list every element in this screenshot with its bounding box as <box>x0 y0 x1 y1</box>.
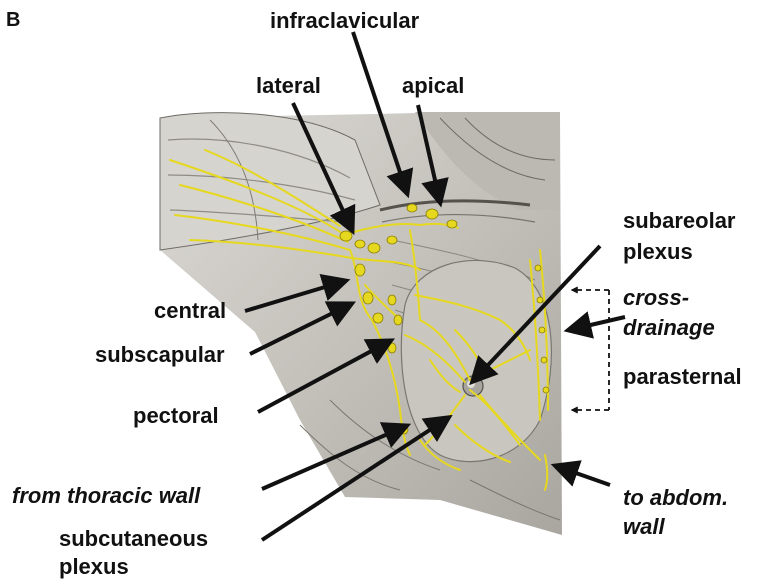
panel-letter: B <box>6 9 20 31</box>
label-subcutaneous-line1: subcutaneous <box>59 526 208 551</box>
label-parasternal: parasternal <box>623 364 742 389</box>
label-subareolar-line1: subareolar <box>623 208 736 233</box>
label-infraclavicular: infraclavicular <box>270 8 420 33</box>
label-pectoral: pectoral <box>133 403 219 428</box>
label-lateral: lateral <box>256 73 321 98</box>
arrow-subareolar <box>469 244 602 386</box>
arrow-central <box>244 274 351 313</box>
arrow-lateral <box>291 102 356 236</box>
parasternal-bracket <box>570 286 610 414</box>
label-subcutaneous-line2: plexus <box>59 554 129 579</box>
labels: infraclavicular lateral apical subareola… <box>12 8 742 579</box>
label-central: central <box>154 298 226 323</box>
label-apical: apical <box>402 73 464 98</box>
label-cross-line2: drainage <box>623 315 715 340</box>
arrow-thoracic-wall <box>261 422 412 491</box>
label-from-thoracic-wall: from thoracic wall <box>12 483 201 508</box>
arrow-pectoral <box>257 338 395 414</box>
label-cross-line1: cross- <box>623 285 689 310</box>
arrow-subscapular <box>249 301 357 356</box>
label-subscapular: subscapular <box>95 342 225 367</box>
arrow-infraclavicular <box>351 31 414 199</box>
arrow-apical <box>416 104 449 208</box>
arrow-cross-drainage <box>563 311 626 339</box>
torso-illustration <box>159 112 562 535</box>
label-abdom-line1: to abdom. <box>623 485 728 510</box>
arrow-subcutaneous <box>260 414 453 542</box>
label-subareolar-line2: plexus <box>623 239 693 264</box>
pointer-arrows <box>244 31 626 542</box>
arrow-abdominal-wall <box>550 460 611 487</box>
label-abdom-line2: wall <box>623 514 665 539</box>
